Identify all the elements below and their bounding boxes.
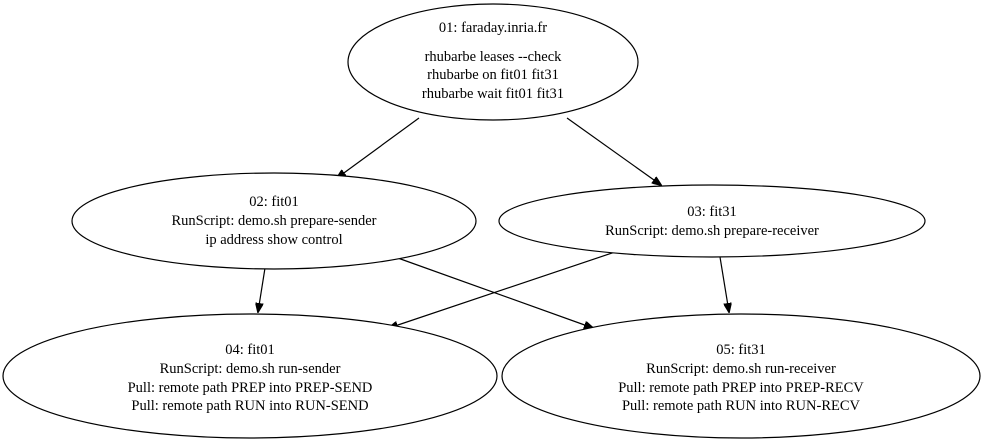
node-03: 03: fit31 RunScript: demo.sh prepare-rec… [498,184,926,258]
node-01: 01: faraday.inria.fr rhubarbe leases --c… [347,3,639,121]
edge-02-04 [258,267,266,312]
node-05-line-2: RunScript: demo.sh run-receiver [646,361,836,377]
node-01-line-1: 01: faraday.inria.fr [439,20,547,36]
edge-03-05 [719,256,729,312]
node-04-line-4: Pull: remote path RUN into RUN-SEND [131,398,368,414]
node-03-line-1: 03: fit31 [687,204,737,220]
edges [258,117,729,328]
node-04-line-1: 04: fit01 [225,342,275,358]
node-02-line-1: 02: fit01 [249,194,299,210]
node-05-line-1: 05: fit31 [716,342,766,358]
node-04-line-2: RunScript: demo.sh run-sender [160,361,341,377]
node-03-line-2: RunScript: demo.sh prepare-receiver [605,223,819,239]
node-05-ellipse [501,313,981,439]
node-05-line-3: Pull: remote path PREP into PREP-RECV [618,380,864,396]
node-04: 04: fit01 RunScript: demo.sh run-sender … [2,313,498,439]
node-03-ellipse [498,184,926,258]
node-04-line-3: Pull: remote path PREP into PREP-SEND [128,380,373,396]
edge-01-03 [566,117,661,185]
node-02-line-2: RunScript: demo.sh prepare-sender [172,213,377,229]
node-01-line-3: rhubarbe on fit01 fit31 [427,67,559,83]
node-02-line-3: ip address show control [205,232,342,248]
node-01-line-4: rhubarbe wait fit01 fit31 [422,86,564,102]
node-04-ellipse [2,313,498,439]
edge-01-02 [337,117,420,178]
node-01-line-2: rhubarbe leases --check [425,49,563,65]
node-02-ellipse [71,172,477,270]
node-01-ellipse [347,3,639,121]
node-05: 05: fit31 RunScript: demo.sh run-receive… [501,313,981,439]
node-02: 02: fit01 RunScript: demo.sh prepare-sen… [71,172,477,270]
node-05-line-4: Pull: remote path RUN into RUN-RECV [622,398,861,414]
edge-03-04 [389,250,619,328]
